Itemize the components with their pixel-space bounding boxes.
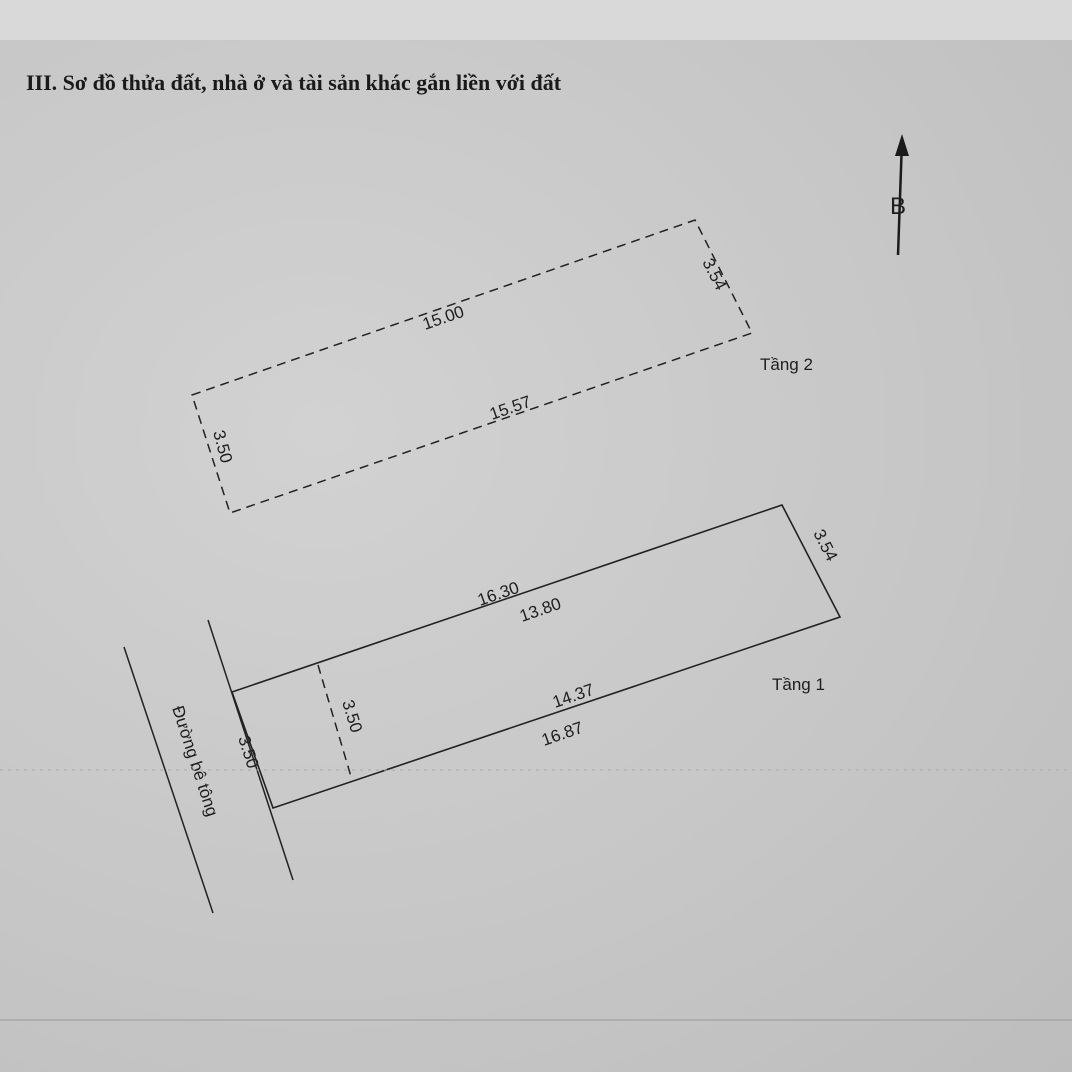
north-arrow-icon [895, 134, 909, 256]
floor2-right-edge: 3.54 [698, 255, 730, 293]
floor1-label: Tầng 1 [772, 675, 825, 694]
floor2-top-edge: 15.00 [420, 302, 466, 334]
floor2-label: Tầng 2 [760, 355, 813, 374]
section-title: III. Sơ đồ thửa đất, nhà ở và tài sản kh… [26, 70, 562, 95]
floor2-outline [191, 219, 754, 514]
floor1-divider-length: 3.50 [338, 698, 366, 735]
floor1-outline [230, 504, 842, 810]
floor1-top-outer: 16.30 [475, 578, 521, 610]
floor1-right-edge: 3.54 [809, 526, 841, 564]
road-edge-inner [207, 619, 294, 881]
north-label: B [890, 193, 906, 220]
road-edge-outer [123, 646, 214, 914]
floor1-front-edge: 3.50 [234, 733, 262, 770]
floor2-bottom-edge: 15.57 [487, 392, 533, 424]
floor1-bottom-outer: 16.87 [539, 718, 585, 750]
floor1-top-inner: 13.80 [517, 594, 563, 626]
paper-edge [0, 0, 1072, 40]
floor1-divider [317, 664, 353, 781]
